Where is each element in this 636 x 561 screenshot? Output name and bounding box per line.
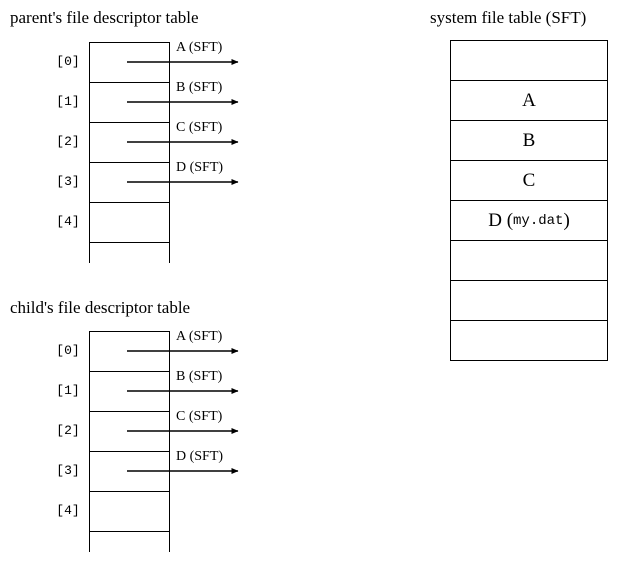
table-row <box>90 163 169 203</box>
parent-pointer-label-0: A (SFT) <box>176 40 223 55</box>
parent-index-1: [1] <box>56 94 80 109</box>
system-file-table: A B C D (my.dat) <box>450 40 608 361</box>
sft-detail-close-paren: ) <box>563 209 570 231</box>
parent-index-0: [0] <box>56 54 80 69</box>
child-pointer-label-3: D (SFT) <box>176 449 224 464</box>
parent-index-3: [3] <box>56 174 80 189</box>
table-row <box>90 203 169 243</box>
sft-entry-label: D <box>488 209 502 231</box>
child-index-1: [1] <box>56 383 80 398</box>
table-row <box>90 452 169 492</box>
parent-index-4: [4] <box>56 214 80 229</box>
child-index-3: [3] <box>56 463 80 478</box>
table-row-tail <box>90 532 169 552</box>
sft-row-0 <box>451 41 607 81</box>
child-pointer-label-1: B (SFT) <box>176 369 223 384</box>
parent-pointer-label-1: B (SFT) <box>176 80 223 95</box>
parent-fd-table <box>89 42 170 263</box>
child-table-title: child's file descriptor table <box>10 298 191 317</box>
child-index-4: [4] <box>56 503 80 518</box>
sft-row-7 <box>451 321 607 361</box>
table-row <box>90 332 169 372</box>
child-index-2: [2] <box>56 423 80 438</box>
sft-row-4: D (my.dat) <box>451 201 607 241</box>
sft-entry-label: C <box>522 169 536 191</box>
parent-table-title: parent's file descriptor table <box>10 8 199 27</box>
sft-row-6 <box>451 281 607 321</box>
sft-entry-filename: my.dat <box>513 212 564 229</box>
table-row <box>90 83 169 123</box>
child-pointer-label-0: A (SFT) <box>176 329 223 344</box>
sft-entry-label: A <box>522 89 536 111</box>
table-row-tail <box>90 243 169 263</box>
parent-index-2: [2] <box>56 134 80 149</box>
sft-table-title: system file table (SFT) <box>430 8 587 27</box>
sft-row-2: B <box>451 121 607 161</box>
sft-detail-open-paren: ( <box>501 209 514 231</box>
table-row <box>90 123 169 163</box>
child-index-0: [0] <box>56 343 80 358</box>
sft-row-3: C <box>451 161 607 201</box>
sft-row-5 <box>451 241 607 281</box>
parent-pointer-label-2: C (SFT) <box>176 120 223 135</box>
child-fd-table <box>89 331 170 552</box>
table-row <box>90 372 169 412</box>
sft-row-1: A <box>451 81 607 121</box>
child-pointer-label-2: C (SFT) <box>176 409 223 424</box>
table-row <box>90 492 169 532</box>
table-row <box>90 412 169 452</box>
table-row <box>90 43 169 83</box>
parent-pointer-label-3: D (SFT) <box>176 160 224 175</box>
sft-entry-label: B <box>522 129 536 151</box>
